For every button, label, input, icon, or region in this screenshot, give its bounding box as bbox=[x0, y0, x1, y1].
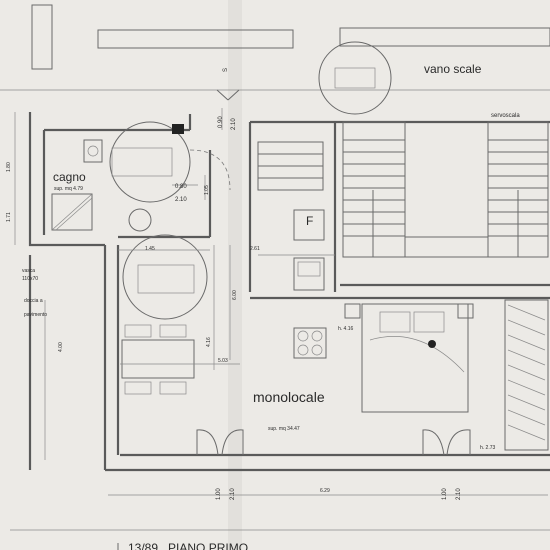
section-mark: S bbox=[223, 68, 229, 72]
dim-080: 0.80 bbox=[175, 184, 187, 190]
dim-503: 5.03 bbox=[218, 358, 228, 364]
dim-145: 1.45 bbox=[145, 246, 155, 252]
bed bbox=[344, 303, 474, 413]
footer-title: 13/89 . PIANO PRIMO bbox=[128, 541, 248, 550]
room-label-bagno: cagno bbox=[53, 170, 86, 184]
doccia-label-2: pavimento bbox=[24, 312, 47, 318]
room-label-vano-scale: vano scale bbox=[424, 62, 482, 76]
dimension-lines bbox=[10, 108, 550, 550]
top-walls bbox=[0, 4, 550, 91]
bagno-area: sup. mq 4.79 bbox=[54, 186, 83, 192]
monolocale-area: sup. mq 34.47 bbox=[268, 426, 300, 432]
paper-fold bbox=[228, 0, 242, 550]
dim-171: 1.71 bbox=[6, 212, 12, 222]
doors bbox=[196, 89, 471, 456]
dim-400: 4.00 bbox=[58, 342, 64, 352]
dim-210-bath: 2.10 bbox=[175, 197, 187, 203]
dim-600: 6.00 bbox=[232, 290, 238, 300]
kitchen bbox=[293, 209, 327, 359]
stairs bbox=[257, 121, 549, 258]
servoscala-label: servoscala bbox=[491, 113, 520, 119]
dim-210-a: 2.10 bbox=[230, 488, 236, 500]
bathroom-fixtures bbox=[51, 124, 231, 232]
building-walls bbox=[28, 112, 550, 472]
vasca-dim: 110x70 bbox=[22, 276, 38, 282]
dim-105: 1.05 bbox=[204, 185, 210, 195]
dim-100-a: 1.00 bbox=[216, 488, 222, 500]
dim-416: 4.16 bbox=[206, 337, 212, 347]
doccia-label-1: doccia a bbox=[24, 298, 43, 304]
wardrobe bbox=[504, 299, 549, 451]
room-label-monolocale: monolocale bbox=[253, 389, 325, 405]
fridge-label: F bbox=[306, 214, 313, 228]
vasca-label: vasca bbox=[22, 268, 35, 274]
wheelchair-circles bbox=[109, 41, 392, 320]
dim-210-top: 2.10 bbox=[231, 118, 237, 130]
dim-090: 0.90 bbox=[218, 116, 224, 128]
dim-100-b: 1.00 bbox=[442, 488, 448, 500]
dim-629: 6.29 bbox=[320, 488, 330, 494]
dining-table bbox=[121, 324, 195, 395]
dim-h416: h. 4.16 bbox=[338, 326, 354, 332]
dim-261: 2.61 bbox=[250, 246, 260, 252]
dim-210-b: 2.10 bbox=[456, 488, 462, 500]
dim-180: 1.80 bbox=[6, 162, 12, 172]
dim-h273: h. 2.73 bbox=[480, 445, 496, 451]
